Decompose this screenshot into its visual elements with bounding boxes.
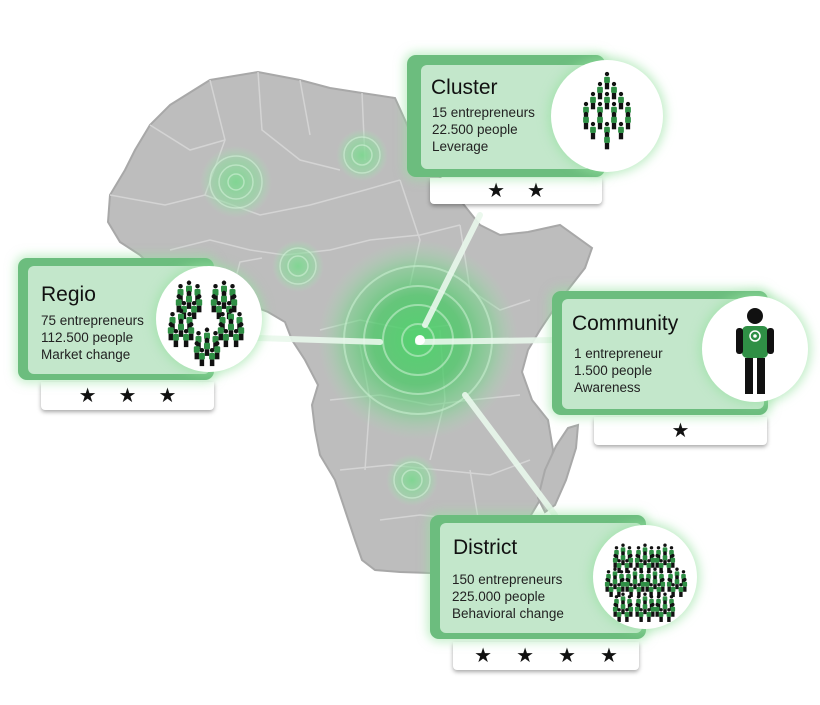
star-icon: ★ [474, 645, 493, 667]
connector-community [415, 337, 559, 345]
center-dot [415, 335, 425, 345]
district-icon-circle [593, 525, 697, 629]
cluster-title: Cluster [431, 76, 498, 99]
hotspot-small-3 [272, 240, 324, 292]
star-icon: ★ [78, 385, 97, 407]
star-icon: ★ [487, 180, 505, 202]
cluster-people: 22.500 people [432, 122, 518, 137]
star-icon: ★ [118, 385, 137, 407]
regio-people: 112.500 people [41, 330, 134, 345]
district-impact: Behavioral change [452, 606, 564, 621]
connector-lines [255, 212, 559, 518]
regio-stars: ★ ★ ★ [41, 382, 214, 410]
community-people: 1.500 people [574, 363, 653, 378]
star-icon: ★ [527, 180, 545, 202]
connector-regio [255, 335, 383, 345]
hotspot-small-2 [336, 129, 388, 181]
regio-icon-circle [156, 266, 262, 372]
district-card-box: District 150 entrepreneurs 225.000 peopl… [430, 515, 646, 639]
single-person-icon [736, 308, 774, 394]
star-icon: ★ [599, 645, 618, 667]
connector-district [462, 392, 558, 518]
district-entrepreneurs: 150 entrepreneurs [452, 572, 563, 587]
five-groups-icon [167, 280, 245, 367]
community-stars: ★ [594, 417, 767, 445]
district-stars: ★ ★ ★ ★ [453, 642, 639, 670]
hotspot-small-4 [386, 454, 438, 506]
community-impact: Awareness [574, 380, 641, 395]
star-icon: ★ [671, 420, 690, 442]
district-title: District [453, 536, 518, 559]
hotspot-small-1 [200, 146, 272, 218]
cluster-icon-circle [551, 60, 663, 172]
star-icon: ★ [516, 645, 534, 667]
connector-cluster [422, 212, 483, 328]
cluster-entrepreneurs: 15 entrepreneurs [432, 105, 535, 120]
regio-entrepreneurs: 75 entrepreneurs [41, 313, 144, 328]
regio-title: Regio [41, 283, 96, 306]
cluster-stars: ★ ★ [430, 178, 602, 204]
community-entrepreneurs: 1 entrepreneur [574, 346, 663, 361]
community-icon-circle [702, 296, 808, 402]
crowd-pyramid-icon [583, 71, 631, 150]
regio-impact: Market change [41, 347, 131, 362]
cluster-impact: Leverage [432, 139, 489, 154]
star-icon: ★ [558, 645, 576, 667]
star-icon: ★ [158, 385, 177, 407]
district-people: 225.000 people [452, 589, 546, 604]
many-groups-icon [604, 543, 688, 622]
community-title: Community [572, 312, 679, 335]
